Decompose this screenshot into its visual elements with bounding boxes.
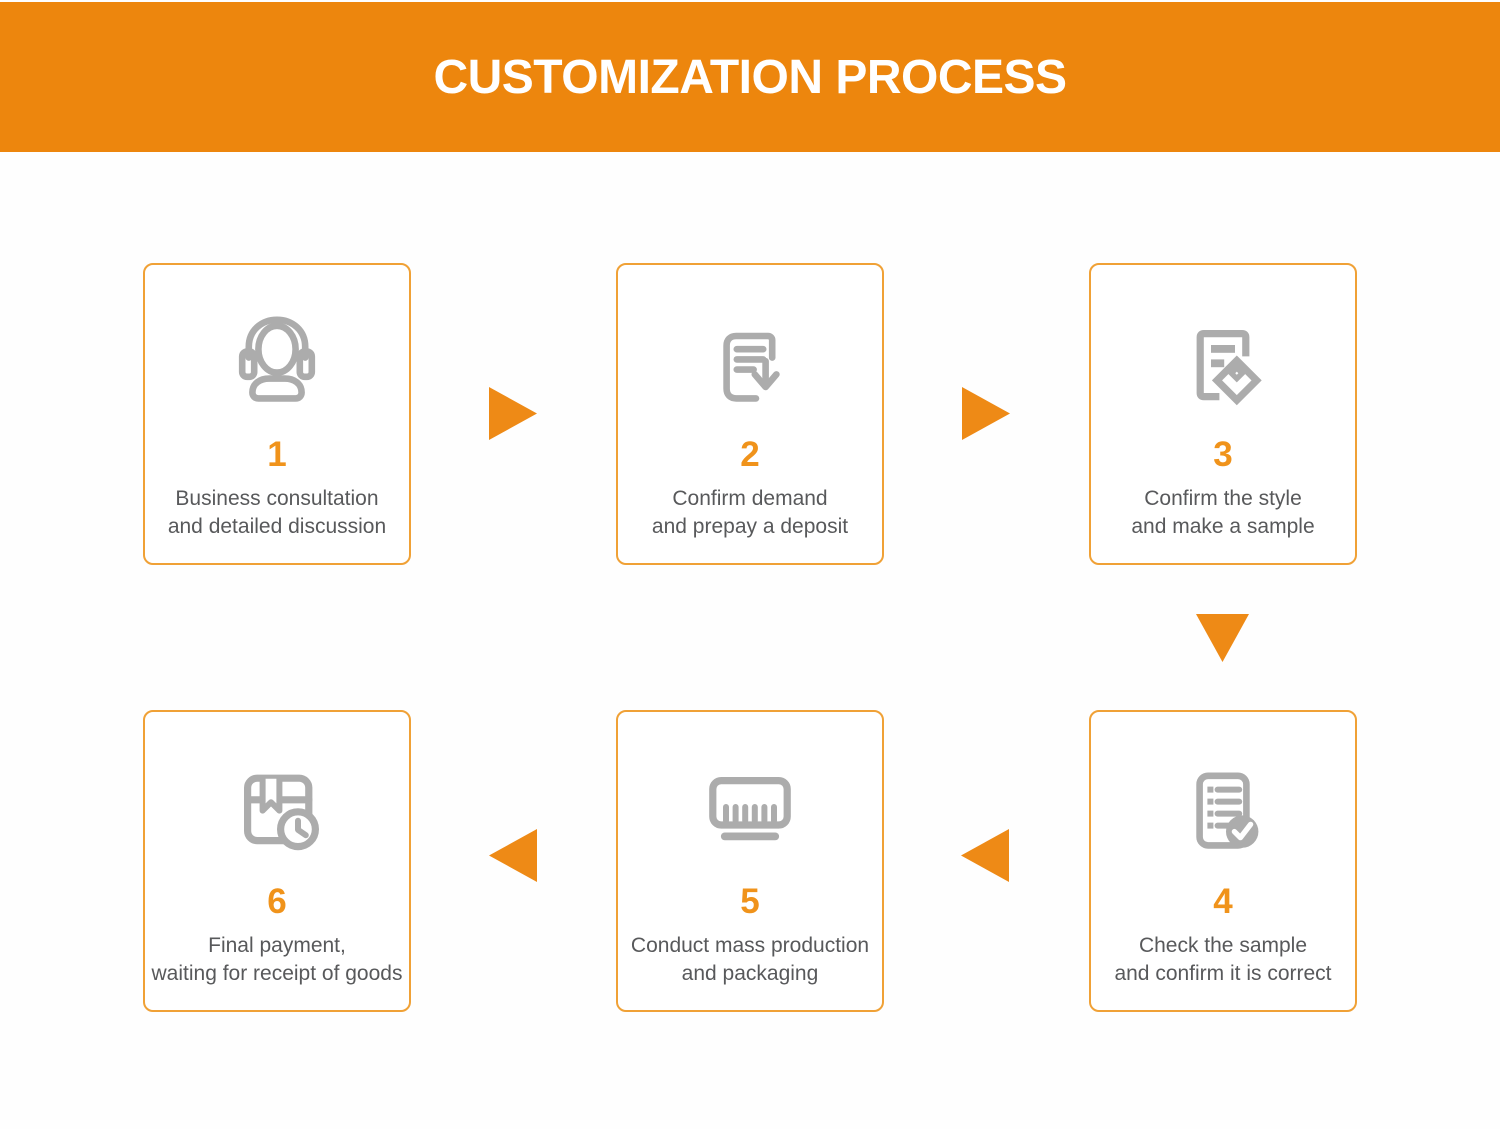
step-card-3: 3 Confirm the style and make a sample <box>1089 263 1357 565</box>
checklist-check-icon <box>1091 740 1355 874</box>
step-card-2: 2 Confirm demand and prepay a deposit <box>616 263 884 565</box>
step-description-line1: Final payment, <box>208 934 346 957</box>
step-description-line2: and make a sample <box>1131 514 1315 538</box>
step-card-4: 4 Check the sample and confirm it is cor… <box>1089 710 1357 1012</box>
step-description-line1: Confirm the style <box>1144 487 1302 510</box>
flow-arrow-left-icon <box>961 829 1009 882</box>
step-description: Conduct mass production and packaging <box>631 932 869 987</box>
step-description-line2: waiting for receipt of goods <box>151 961 403 985</box>
step-description-line1: Check the sample <box>1138 934 1308 957</box>
package-clock-icon <box>145 740 409 874</box>
step-number: 3 <box>1213 435 1233 474</box>
page-title: CUSTOMIZATION PROCESS <box>433 50 1067 104</box>
step-description-line1: Confirm demand <box>672 487 828 510</box>
step-description-line2: and packaging <box>681 961 819 985</box>
step-number: 4 <box>1213 882 1233 921</box>
flow-arrow-right-icon <box>962 387 1010 440</box>
step-description: Final payment, waiting for receipt of go… <box>152 932 403 987</box>
step-card-6: 6 Final payment, waiting for receipt of … <box>143 710 411 1012</box>
step-number: 6 <box>267 882 287 921</box>
step-description-line2: and prepay a deposit <box>651 514 849 538</box>
step-number: 2 <box>740 435 760 474</box>
step-description: Business consultation and detailed discu… <box>168 485 386 540</box>
flow-arrow-down-icon <box>1196 614 1249 662</box>
headset-icon <box>145 293 409 427</box>
step-number: 5 <box>740 882 760 921</box>
header-banner: CUSTOMIZATION PROCESS <box>0 2 1500 152</box>
step-description: Confirm demand and prepay a deposit <box>652 485 848 540</box>
step-description-line2: and confirm it is correct <box>1114 961 1332 985</box>
step-card-5: 5 Conduct mass production and packaging <box>616 710 884 1012</box>
flow-arrow-left-icon <box>489 829 537 882</box>
step-description-line2: and detailed discussion <box>167 514 387 538</box>
step-number: 1 <box>267 435 287 474</box>
step-description-line1: Conduct mass production <box>630 934 870 957</box>
step-description-line1: Business consultation <box>175 487 379 510</box>
step-description: Check the sample and confirm it is corre… <box>1114 932 1331 987</box>
document-download-icon <box>618 293 882 427</box>
step-card-1: 1 Business consultation and detailed dis… <box>143 263 411 565</box>
step-description: Confirm the style and make a sample <box>1131 485 1314 540</box>
flow-arrow-right-icon <box>489 387 537 440</box>
document-tag-icon <box>1091 293 1355 427</box>
production-machine-icon <box>618 740 882 874</box>
